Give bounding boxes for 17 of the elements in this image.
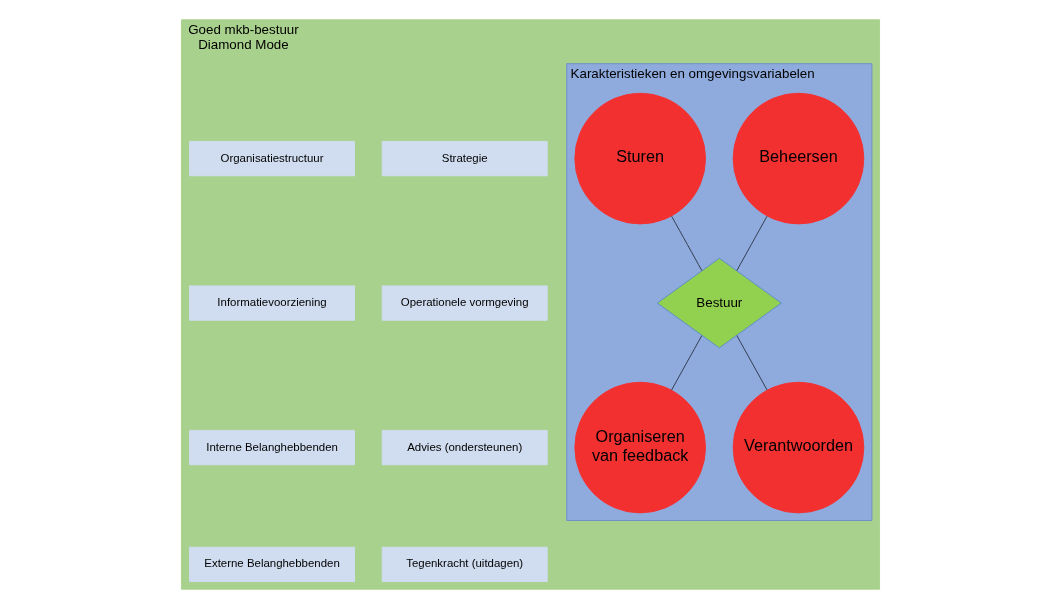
node-box: Interne Belanghebbenden	[188, 429, 355, 466]
node-box: Tegenkracht (uitdagen)	[381, 546, 548, 583]
node-circle: Sturen	[573, 92, 706, 225]
node-box: Organisatiestructuur	[188, 140, 355, 177]
connector	[670, 335, 702, 391]
node-box: Externe Belanghebbenden	[188, 546, 355, 583]
node-box: Operationele vormgeving	[381, 285, 548, 321]
connector	[735, 215, 767, 272]
connector	[735, 335, 768, 391]
node-box: Advies (ondersteunen)	[381, 429, 548, 466]
node-box: Informatievoorziening	[188, 285, 355, 321]
node-circle: Beheersen	[732, 92, 864, 225]
node-diamond: Bestuur	[656, 257, 782, 349]
connector	[670, 215, 702, 272]
node-circle: Organiseren van feedback	[573, 381, 706, 514]
node-circle: Verantwoorden	[732, 381, 864, 514]
node-box: Strategie	[381, 140, 548, 177]
